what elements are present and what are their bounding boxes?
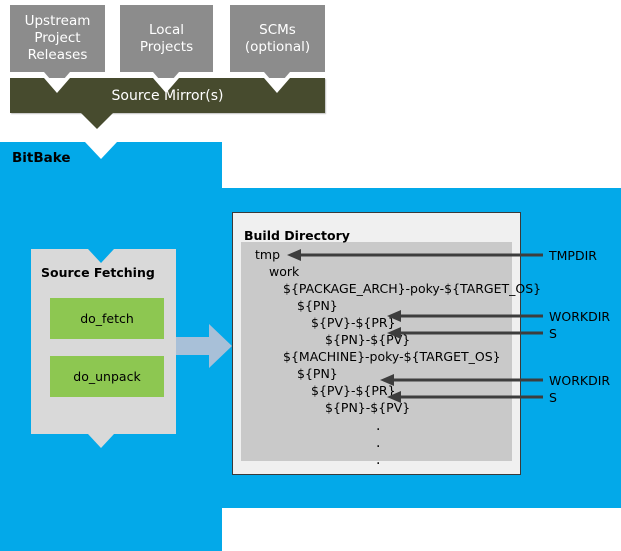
bitbake-label: BitBake: [12, 150, 71, 166]
tree-item: ${PV}-${PR}: [311, 383, 396, 398]
source-box-local-projects: Local Projects: [120, 5, 213, 72]
pointer-label-s-1: S: [549, 326, 557, 341]
source-fetching-output-notch-icon: [88, 434, 114, 448]
pointer-label-s-2: S: [549, 390, 557, 405]
task-label: do_fetch: [80, 311, 134, 326]
source-box-scms-optional: SCMs (optional): [230, 5, 325, 72]
tree-item: work: [269, 264, 300, 279]
directory-tree-background: [241, 242, 512, 461]
tree-ellipsis-dot: .: [376, 452, 381, 468]
tree-item: ${PV}-${PR}: [311, 315, 396, 330]
source-mirror-label: Source Mirror(s): [111, 87, 224, 104]
pointer-arrow-workdir-2-icon: [380, 374, 543, 386]
task-do-fetch[interactable]: do_fetch: [50, 298, 164, 339]
tree-item: ${PN}: [297, 298, 338, 313]
task-label: do_unpack: [73, 369, 141, 384]
mirror-output-arrow-icon: [81, 113, 113, 129]
tree-item: ${PACKAGE_ARCH}-poky-${TARGET_OS}: [283, 281, 542, 296]
tree-item: ${MACHINE}-poky-${TARGET_OS}: [283, 349, 501, 364]
build-directory-title: Build Directory: [244, 228, 350, 243]
tree-ellipsis-dot: .: [376, 418, 381, 434]
pointer-label-workdir-2: WORKDIR: [549, 373, 611, 388]
pointer-arrow-s-1-icon: [387, 327, 543, 339]
pointer-label-workdir-1: WORKDIR: [549, 309, 611, 324]
tree-item: tmp: [255, 247, 281, 262]
source-box-label: Upstream Project Releases: [25, 13, 91, 64]
source-box-label: Local Projects: [140, 22, 193, 56]
mirror-cut-notch-icon: [264, 78, 290, 93]
source-box-line: Project: [34, 30, 81, 46]
source-box-line: Upstream: [24, 13, 91, 29]
pointer-arrow-workdir-1-icon: [387, 310, 543, 322]
source-fetching-input-notch-icon: [88, 249, 114, 263]
source-fetching-panel: [31, 249, 176, 434]
source-box-line: Projects: [139, 38, 194, 55]
task-do-unpack[interactable]: do_unpack: [50, 356, 164, 397]
source-box-line: Local: [148, 21, 184, 38]
pointer-label-tmpdir: TMPDIR: [549, 248, 597, 263]
mirror-cut-notch-icon: [44, 78, 70, 93]
bitbake-input-notch-icon: [85, 142, 117, 159]
source-box-upstream-project-releases: Upstream Project Releases: [10, 5, 105, 72]
flow-arrow-icon: [176, 324, 232, 368]
tree-item: ${PN}-${PV}: [325, 400, 411, 415]
tree-ellipsis-dot: .: [376, 435, 381, 451]
source-fetching-title: Source Fetching: [41, 265, 155, 280]
mirror-cut-notch-icon: [153, 78, 179, 93]
pointer-arrow-s-2-icon: [387, 391, 543, 403]
source-box-line: SCMs: [259, 21, 296, 38]
source-box-line: Releases: [27, 47, 88, 63]
tree-item: ${PN}: [297, 366, 338, 381]
source-box-label: SCMs (optional): [245, 22, 310, 56]
source-box-line: (optional): [244, 38, 311, 55]
tree-item: ${PN}-${PV}: [325, 332, 411, 347]
pointer-arrow-tmpdir-icon: [287, 249, 543, 261]
